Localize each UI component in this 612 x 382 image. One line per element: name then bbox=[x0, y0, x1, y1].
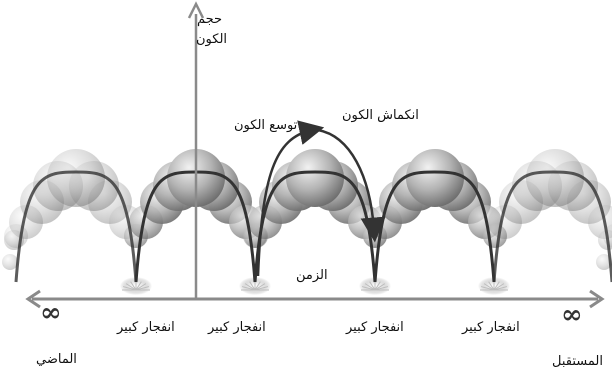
cycle-arc bbox=[373, 170, 496, 283]
axes bbox=[25, 1, 605, 309]
big-bang-ray bbox=[249, 281, 256, 291]
big-bang-ray bbox=[135, 283, 147, 291]
infinity-left: ∞ bbox=[40, 298, 62, 328]
infinity-right: ∞ bbox=[561, 300, 583, 330]
big-bang-ray bbox=[374, 286, 389, 291]
time-axis-right-arrowhead bbox=[589, 289, 605, 309]
big-bang-ray bbox=[374, 281, 381, 291]
y-axis-label-line2: الكون bbox=[196, 32, 228, 47]
big-bang-ray bbox=[483, 283, 495, 291]
past-label: الماضي bbox=[36, 352, 77, 367]
big-bang-ray bbox=[488, 281, 495, 291]
time-axis-label: الزمن bbox=[296, 268, 328, 283]
big-bang-label-3: انفجار كبير bbox=[346, 320, 404, 335]
big-bang-label-1: انفجار كبير bbox=[117, 320, 175, 335]
big-bang-ray bbox=[254, 286, 269, 291]
expansion-label: توسع الكون bbox=[234, 118, 298, 133]
big-bang-label-2: انفجار كبير bbox=[208, 320, 266, 335]
big-bang-ray bbox=[493, 281, 500, 291]
cycle-arcs bbox=[14, 120, 612, 283]
cycle-arc bbox=[14, 170, 138, 283]
big-bang-ray bbox=[364, 283, 376, 291]
cycle-arc bbox=[253, 170, 377, 283]
contraction-label: انكماش الكون bbox=[342, 108, 419, 123]
y-axis-label-line1: حجم bbox=[197, 12, 223, 27]
big-bang-ray bbox=[254, 281, 261, 291]
big-bang-ray bbox=[244, 283, 256, 291]
big-bang-label-4: انفجار كبير bbox=[462, 320, 520, 335]
big-bang-ray bbox=[480, 286, 495, 291]
universe-sphere bbox=[526, 149, 584, 207]
big-bang-ray bbox=[135, 286, 150, 291]
big-bang-ray bbox=[241, 286, 256, 291]
universe-sphere bbox=[596, 254, 612, 270]
big-bang-ray bbox=[493, 286, 508, 291]
universe-sphere bbox=[47, 149, 105, 207]
universe-sphere bbox=[406, 149, 464, 207]
big-bang-ray bbox=[493, 283, 505, 291]
big-bang-ray bbox=[361, 286, 376, 291]
big-bang-ray bbox=[125, 283, 137, 291]
cycle-arc bbox=[492, 170, 612, 283]
universe-sphere bbox=[2, 254, 18, 270]
time-axis-left-arrowhead bbox=[25, 289, 41, 309]
y-axis-arrowhead bbox=[187, 1, 205, 19]
big-bang-ray bbox=[130, 281, 137, 291]
big-bang-ray bbox=[122, 286, 137, 291]
big-bang-ray bbox=[369, 281, 376, 291]
expansion-arrow bbox=[256, 120, 325, 277]
contraction-arrow bbox=[317, 128, 386, 243]
big-bang-bursts bbox=[120, 277, 510, 295]
big-bang-ray bbox=[374, 283, 386, 291]
big-bang-ray bbox=[254, 283, 266, 291]
future-label: المستقبل bbox=[552, 354, 603, 369]
universe-sphere bbox=[286, 149, 344, 207]
big-bang-ray bbox=[135, 281, 142, 291]
universe-spheres bbox=[2, 149, 612, 270]
